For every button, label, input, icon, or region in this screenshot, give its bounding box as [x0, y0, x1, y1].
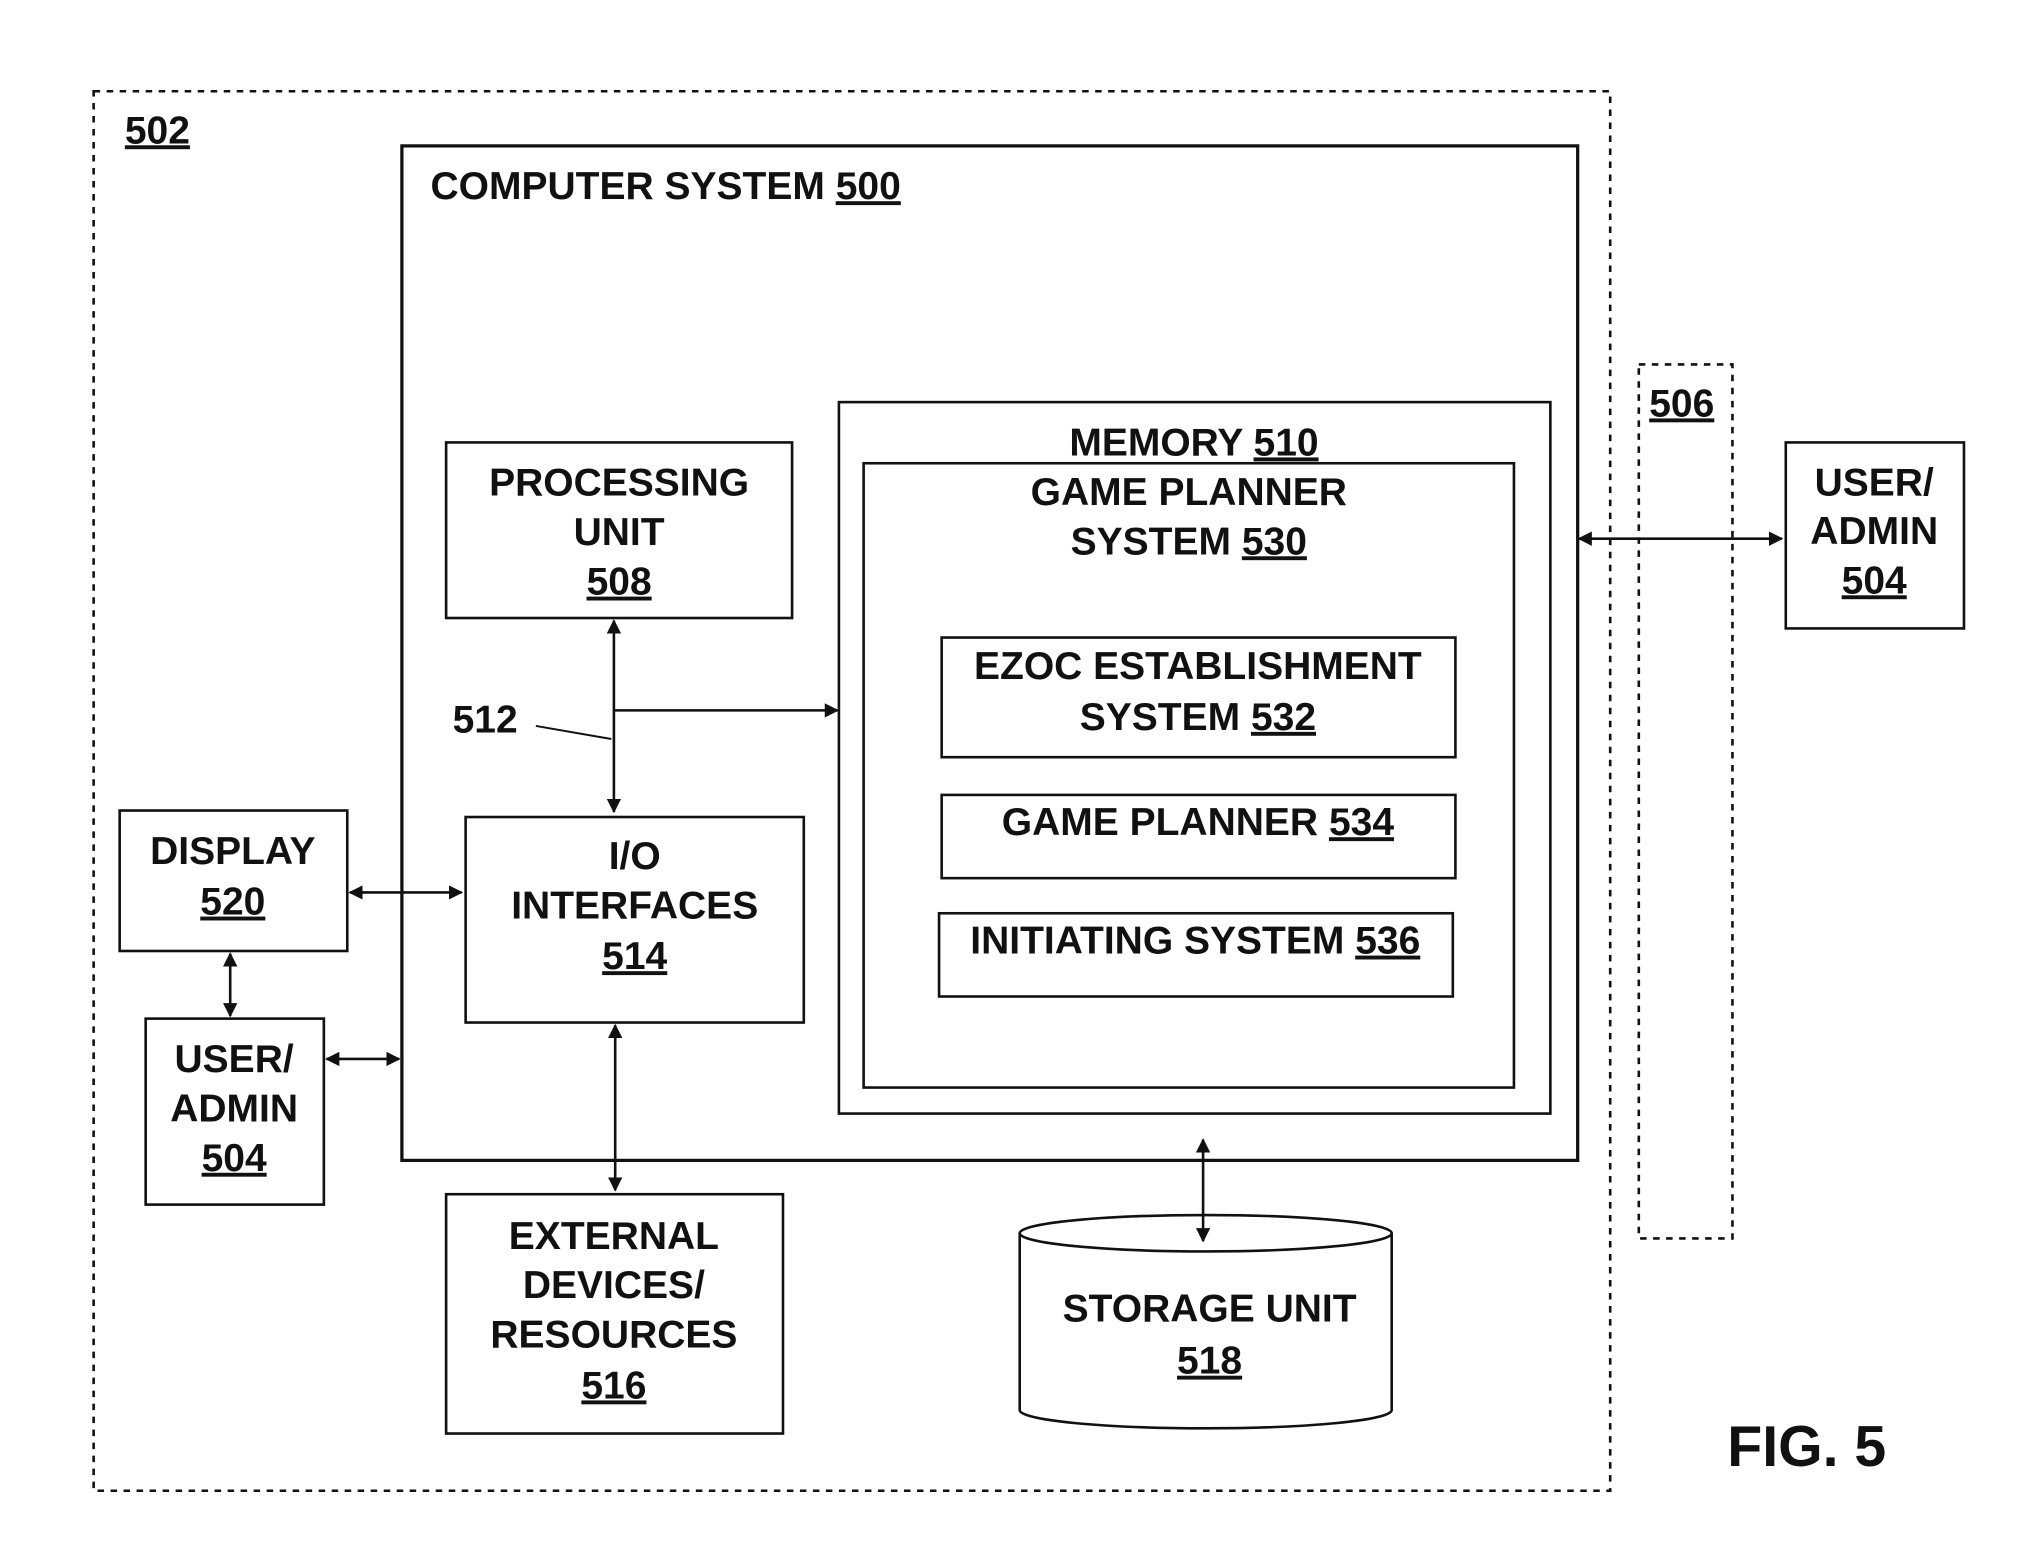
initiating-system-label: INITIATING SYSTEM 536 — [970, 920, 1420, 963]
region-506-ref: 506 — [1649, 382, 1714, 425]
region-502-boundary — [94, 91, 1611, 1490]
svg-text:516: 516 — [581, 1364, 646, 1407]
external-devices-label: EXTERNAL DEVICES/ RESOURCES 516 — [490, 1215, 737, 1408]
svg-text:USER/: USER/ — [1815, 462, 1934, 505]
svg-text:UNIT: UNIT — [574, 511, 665, 554]
svg-text:518: 518 — [1177, 1340, 1242, 1383]
svg-text:504: 504 — [1842, 559, 1907, 602]
svg-text:504: 504 — [202, 1137, 267, 1180]
computer-system-label: COMPUTER SYSTEM 500 — [431, 165, 901, 208]
processing-unit-label: PROCESSING UNIT 508 — [489, 462, 749, 604]
svg-text:DISPLAY: DISPLAY — [150, 830, 315, 873]
bus-512-leader-line — [536, 726, 611, 739]
svg-text:RESOURCES: RESOURCES — [490, 1314, 737, 1357]
svg-text:GAME PLANNER: GAME PLANNER — [1031, 471, 1347, 514]
ezoc-establishment-system-label: EZOC ESTABLISHMENT SYSTEM 532 — [974, 645, 1422, 739]
svg-text:EZOC ESTABLISHMENT: EZOC ESTABLISHMENT — [974, 645, 1422, 688]
region-502-ref: 502 — [125, 109, 190, 152]
storage-unit-label: STORAGE UNIT 518 — [1063, 1288, 1357, 1383]
region-506-boundary — [1639, 364, 1733, 1238]
svg-text:PROCESSING: PROCESSING — [489, 462, 749, 505]
svg-text:USER/: USER/ — [175, 1038, 294, 1081]
display-label: DISPLAY 520 — [150, 830, 315, 924]
figure-label: FIG. 5 — [1727, 1415, 1886, 1479]
io-interfaces-label: I/O INTERFACES 514 — [511, 835, 758, 978]
svg-text:ADMIN: ADMIN — [1810, 510, 1938, 553]
svg-text:INTERFACES: INTERFACES — [511, 884, 758, 927]
memory-label: MEMORY 510 — [1069, 421, 1318, 464]
user-admin-right-label: USER/ ADMIN 504 — [1810, 462, 1938, 603]
user-admin-left-label: USER/ ADMIN 504 — [170, 1038, 298, 1180]
svg-text:ADMIN: ADMIN — [170, 1087, 298, 1130]
bus-ref: 512 — [453, 698, 518, 741]
svg-text:SYSTEM 532: SYSTEM 532 — [1080, 696, 1316, 739]
svg-text:DEVICES/: DEVICES/ — [523, 1264, 705, 1307]
svg-text:STORAGE UNIT: STORAGE UNIT — [1063, 1288, 1357, 1331]
game-planner-label: GAME PLANNER 534 — [1002, 801, 1395, 844]
svg-text:508: 508 — [587, 561, 652, 604]
svg-text:SYSTEM 530: SYSTEM 530 — [1071, 520, 1307, 563]
svg-text:I/O: I/O — [609, 835, 661, 878]
svg-text:514: 514 — [602, 935, 667, 978]
svg-text:EXTERNAL: EXTERNAL — [509, 1215, 719, 1258]
game-planner-system-label: GAME PLANNER SYSTEM 530 — [1031, 471, 1347, 563]
svg-text:520: 520 — [200, 881, 265, 924]
